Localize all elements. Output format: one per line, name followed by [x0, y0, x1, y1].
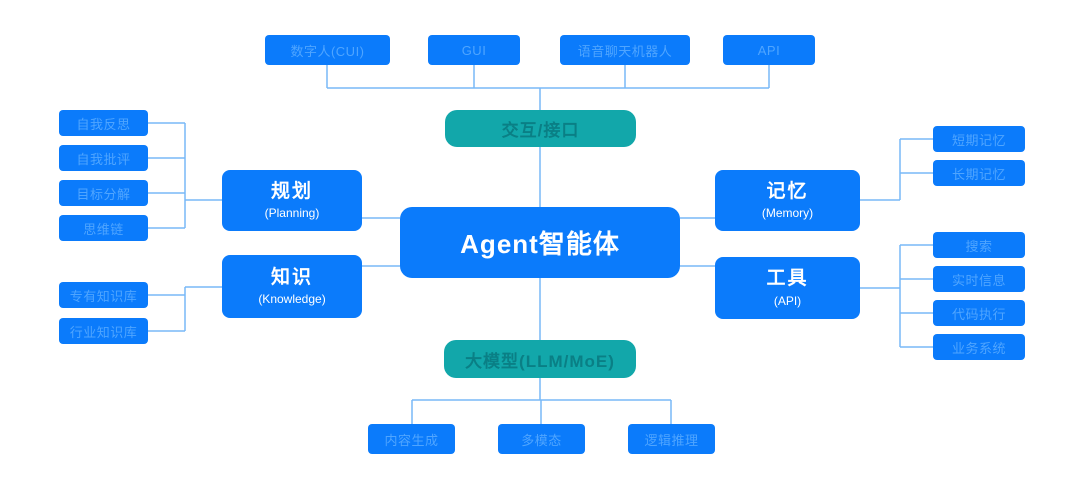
knowledge-node: 知识 (Knowledge)	[222, 255, 362, 318]
knowledge-subtitle: (Knowledge)	[258, 292, 326, 307]
interaction-item-api: API	[723, 35, 815, 65]
memory-node: 记忆 (Memory)	[715, 170, 860, 231]
planning-item-self-critique: 自我批评	[59, 145, 148, 171]
planning-title: 规划	[270, 180, 313, 202]
planning-node: 规划 (Planning)	[222, 170, 362, 231]
interaction-item-voice-chatbot: 语音聊天机器人	[560, 35, 690, 65]
planning-item-chain-of-thought: 思维链	[59, 215, 148, 241]
memory-item-short-term: 短期记忆	[933, 126, 1025, 152]
knowledge-title: 知识	[270, 266, 313, 288]
tools-title: 工具	[766, 268, 809, 290]
model-item-content-generation: 内容生成	[368, 424, 455, 454]
memory-item-long-term: 长期记忆	[933, 160, 1025, 186]
interaction-item-gui: GUI	[428, 35, 520, 65]
knowledge-item-industry-kb: 行业知识库	[59, 318, 148, 344]
planning-item-goal-decomposition: 目标分解	[59, 180, 148, 206]
tools-item-business-system: 业务系统	[933, 334, 1025, 360]
tools-item-search: 搜索	[933, 232, 1025, 258]
planning-item-self-reflection: 自我反思	[59, 110, 148, 136]
tools-node: 工具 (API)	[715, 257, 860, 319]
tools-item-realtime-info: 实时信息	[933, 266, 1025, 292]
model-item-logical-reasoning: 逻辑推理	[628, 424, 715, 454]
tools-item-code-execution: 代码执行	[933, 300, 1025, 326]
interaction-item-digital-human: 数字人(CUI)	[265, 35, 390, 65]
memory-title: 记忆	[766, 180, 809, 202]
agent-center-node: Agent智能体	[400, 207, 680, 278]
model-item-multimodal: 多模态	[498, 424, 585, 454]
model-hub: 大模型(LLM/MoE)	[444, 340, 636, 378]
knowledge-item-proprietary-kb: 专有知识库	[59, 282, 148, 308]
interaction-hub: 交互/接口	[445, 110, 636, 147]
memory-subtitle: (Memory)	[761, 206, 814, 221]
tools-subtitle: (API)	[773, 293, 802, 308]
planning-subtitle: (Planning)	[264, 206, 320, 221]
